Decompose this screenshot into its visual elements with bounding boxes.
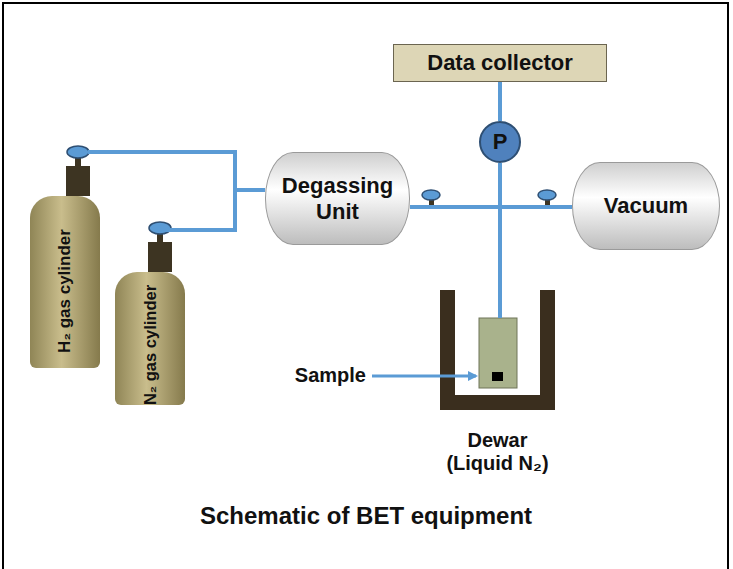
- node-text: Vacuum: [598, 193, 694, 218]
- gas-cylinder: N₂ gas cylinder: [115, 272, 185, 405]
- dewar: Dewar (Liquid N₂): [420, 285, 575, 475]
- dewar-vessel: [440, 290, 555, 410]
- valve-handle: [67, 146, 89, 158]
- gas-line: [498, 163, 502, 318]
- node-text: Data collector: [421, 50, 579, 75]
- gas-line: [498, 82, 502, 121]
- cylinder-neck: [148, 242, 172, 272]
- sample-tube: [479, 318, 517, 388]
- frame: [3, 3, 728, 569]
- caption: Schematic of BET equipment: [200, 502, 532, 530]
- pressure-gauge: P: [479, 121, 521, 163]
- degassing-unit: Degassing Unit: [265, 152, 410, 245]
- cylinder-neck: [66, 166, 90, 196]
- gas-line: [162, 190, 265, 230]
- node-text: N₂ gas cylinder: [141, 285, 160, 405]
- gas-line: [88, 152, 265, 190]
- node-text: Dewar (Liquid N₂): [432, 429, 564, 475]
- valve-handle: [538, 190, 556, 200]
- node-text: Degassing Unit: [266, 173, 409, 224]
- sample-label: Sample: [295, 364, 366, 387]
- node-text: P: [487, 129, 514, 154]
- node-text: H₂ gas cylinder: [55, 229, 75, 353]
- gas-cylinder: H₂ gas cylinder: [30, 196, 100, 368]
- valve-handle: [422, 190, 440, 200]
- vacuum-pump: Vacuum: [572, 162, 720, 250]
- leader-arrow: [372, 375, 476, 378]
- gas-line: [410, 205, 572, 209]
- data-collector-box: Data collector: [393, 44, 607, 82]
- sample: [492, 372, 503, 381]
